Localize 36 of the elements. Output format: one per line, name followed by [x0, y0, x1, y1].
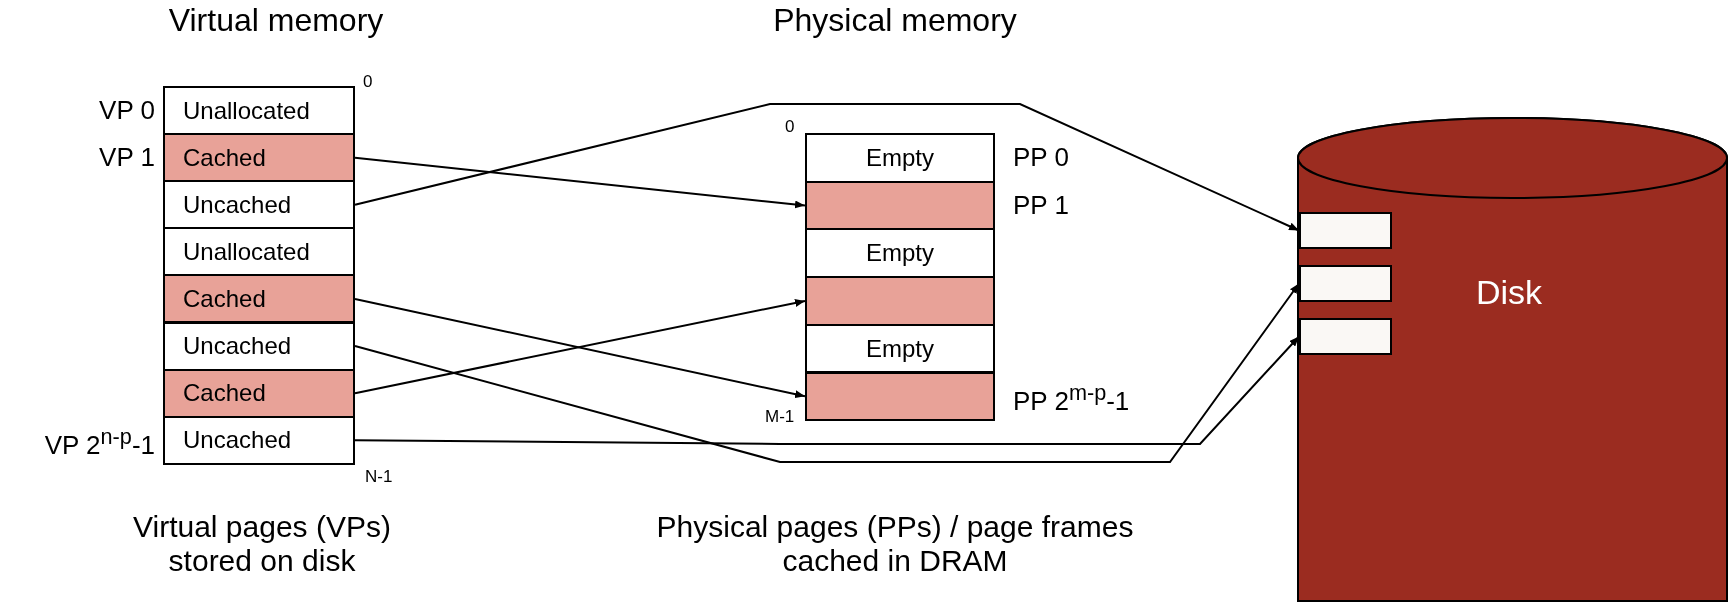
row-label: VP 1 — [99, 141, 155, 173]
heading: Physical memory — [772, 2, 1018, 39]
arrow — [354, 156, 806, 209]
address-label: 0 — [363, 72, 373, 92]
arrow — [354, 335, 1300, 445]
empty-cell — [1299, 265, 1392, 302]
memory-cell: Empty — [805, 323, 995, 374]
memory-cell: Uncached — [163, 180, 355, 230]
memory-cell: Unallocated — [163, 86, 355, 136]
memory-cell: Empty — [805, 133, 995, 183]
row-label: PP 1 — [1013, 189, 1069, 221]
address-label: 0 — [785, 117, 795, 137]
heading: Virtual memory — [167, 2, 385, 39]
memory-cell: Empty — [805, 228, 995, 279]
address-label: M-1 — [765, 407, 795, 428]
empty-cell — [1299, 318, 1392, 355]
empty-cell — [805, 276, 995, 326]
row-label: VP 0 — [99, 94, 155, 126]
disk-label: Disk — [1476, 273, 1543, 312]
memory-cell: Cached — [163, 133, 355, 183]
caption-text: Physical pages (PPs) / page frames cached in DRAM — [655, 510, 1135, 578]
caption-text: Virtual pages (VPs) stored on disk — [132, 510, 392, 578]
memory-cell: Uncached — [163, 321, 355, 371]
row-label: PP 0 — [1013, 141, 1069, 173]
empty-cell — [1299, 212, 1392, 249]
address-label: N-1 — [365, 466, 393, 487]
memory-cell: Cached — [163, 368, 355, 418]
row-label: VP 2$^{n-p}$-1 — [44, 424, 155, 461]
memory-cell: Uncached — [163, 415, 355, 465]
empty-cell — [805, 371, 995, 422]
row-label: PP 2$^{m-p}$-1 — [1013, 380, 1130, 417]
memory-cell: Cached — [163, 274, 355, 324]
arrow — [354, 282, 1300, 463]
empty-cell — [805, 180, 995, 231]
arrow — [354, 103, 1300, 232]
memory-cell: Unallocated — [163, 227, 355, 277]
